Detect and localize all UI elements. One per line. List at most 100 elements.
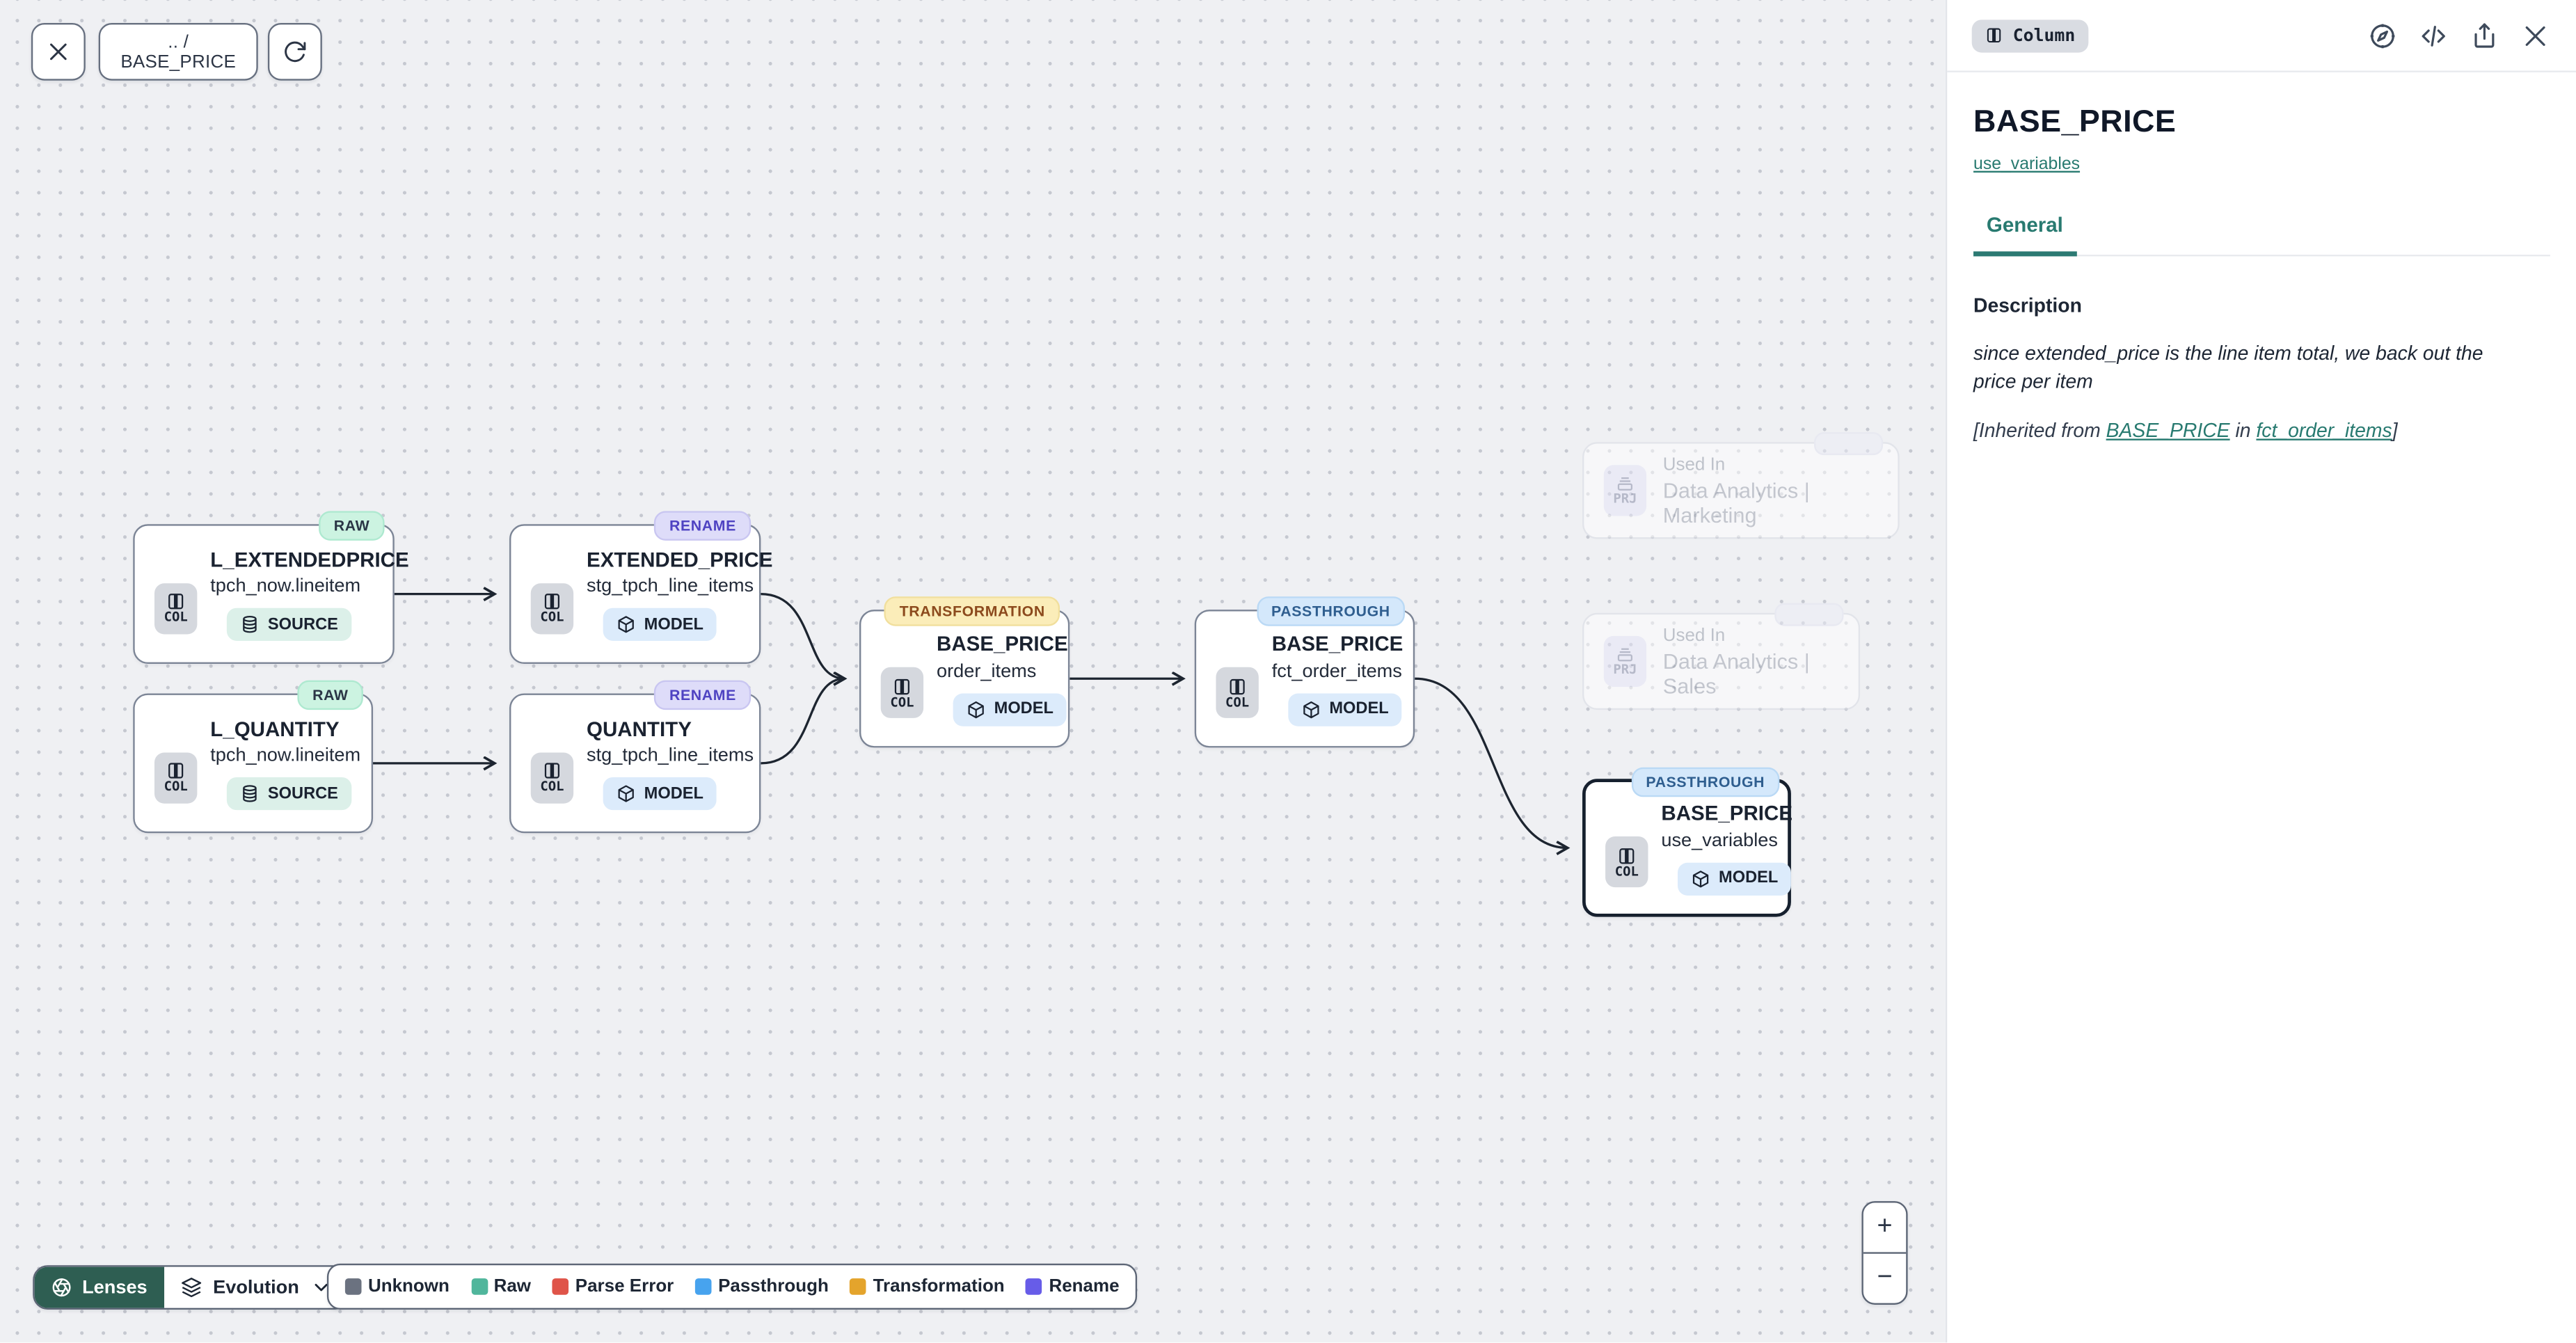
cube-icon: [617, 615, 636, 635]
node-subtitle: tpch_now.lineitem: [210, 576, 360, 601]
evolution-badge-rename: RENAME: [655, 681, 751, 710]
node-content: BASE_PRICE COL use_variables MODEL: [1605, 782, 1774, 914]
node-title: QUANTITY: [587, 716, 746, 744]
source-chip: SOURCE: [227, 778, 351, 811]
lineage-node-l-extendedprice[interactable]: RAW L_EXTENDEDPRICE COL tpch_now.lineite…: [133, 524, 394, 664]
used-in-node-sales[interactable]: PRJ Used In Data Analytics | Sales: [1582, 613, 1860, 710]
lineage-node-l-quantity[interactable]: RAW L_QUANTITY COL tpch_now.lineitem SOU…: [133, 694, 373, 834]
entity-type-label: Column: [2013, 26, 2076, 45]
used-in-name: Data Analytics | Marketing: [1663, 477, 1898, 527]
share-icon: [2470, 21, 2499, 51]
zoom-in-button[interactable]: +: [1863, 1203, 1906, 1253]
chip-label: MODEL: [994, 701, 1054, 719]
columns-icon: [1617, 845, 1637, 865]
lineage-node-base-price-order-items[interactable]: TRANSFORMATION BASE_PRICE COL order_item…: [859, 610, 1070, 747]
lineage-node-quantity[interactable]: RENAME QUANTITY COL stg_tpch_line_items …: [509, 694, 761, 834]
legend-label: Parse Error: [575, 1277, 674, 1296]
details-panel-header: Column: [1947, 0, 2576, 72]
node-subtitle: order_items: [937, 660, 1036, 685]
legend-label: Unknown: [368, 1277, 450, 1296]
model-chip: MODEL: [603, 778, 717, 811]
kind-label: COL: [164, 781, 188, 795]
node-title: BASE_PRICE: [937, 631, 1055, 659]
cube-icon: [1301, 700, 1321, 720]
lenses-label: Lenses: [82, 1278, 148, 1297]
legend-item-rename: Rename: [1026, 1277, 1119, 1296]
kind-label: COL: [1615, 865, 1639, 880]
lineage-node-extended-price[interactable]: RENAME EXTENDED_PRICE COL stg_tpch_line_…: [509, 524, 761, 664]
layers-icon: [180, 1277, 202, 1298]
legend-item-raw: Raw: [471, 1277, 531, 1296]
cube-icon: [1691, 869, 1710, 889]
node-title: BASE_PRICE: [1272, 631, 1400, 659]
legend-label: Passthrough: [718, 1277, 829, 1296]
legend-item-transformation: Transformation: [850, 1277, 1005, 1296]
used-in-node-marketing[interactable]: PRJ Used In Data Analytics | Marketing: [1582, 442, 1900, 539]
database-icon: [240, 615, 260, 635]
kind-label: COL: [540, 612, 564, 626]
tab-general[interactable]: General: [1973, 214, 2076, 256]
node-content: EXTENDED_PRICE COL stg_tpch_line_items M…: [531, 526, 746, 662]
lenses-button[interactable]: Lenses: [35, 1267, 164, 1308]
description-label: Description: [1973, 294, 2550, 317]
lineage-node-base-price-use-variables[interactable]: PASSTHROUGH BASE_PRICE COL use_variables…: [1582, 779, 1791, 916]
panel-actions: [2366, 19, 2552, 51]
project-icon: [1615, 644, 1635, 664]
columns-icon: [542, 591, 562, 611]
kind-label: PRJ: [1613, 664, 1637, 678]
chip-label: MODEL: [644, 786, 703, 804]
legend-label: Rename: [1049, 1277, 1119, 1296]
panel-tabs: General: [1973, 214, 2550, 256]
lenses-control: Lenses Evolution: [33, 1265, 350, 1310]
breadcrumb[interactable]: .. / BASE_PRICE: [99, 23, 258, 81]
close-panel-button[interactable]: [2519, 19, 2552, 51]
lineage-node-base-price-fct-order-items[interactable]: PASSTHROUGH BASE_PRICE COL fct_order_ite…: [1195, 610, 1415, 747]
used-in-label: Used In: [1663, 454, 1898, 474]
node-content: L_QUANTITY COL tpch_now.lineitem SOURCE: [154, 695, 358, 832]
kind-label: COL: [890, 696, 914, 710]
inherited-middle: in: [2230, 419, 2257, 442]
legend-swatch: [1026, 1278, 1042, 1295]
source-chip: SOURCE: [227, 609, 351, 642]
node-content: BASE_PRICE COL order_items MODEL: [881, 611, 1055, 746]
inherited-prefix: [Inherited from: [1973, 419, 2106, 442]
node-subtitle: stg_tpch_line_items: [587, 745, 754, 770]
chip-label: MODEL: [1719, 870, 1778, 888]
legend-swatch: [552, 1278, 569, 1295]
code-icon: [2419, 21, 2449, 51]
legend-swatch: [850, 1278, 867, 1295]
columns-icon: [542, 761, 562, 780]
zoom-out-button[interactable]: −: [1863, 1254, 1906, 1303]
share-button[interactable]: [2468, 19, 2501, 51]
model-chip: MODEL: [1288, 693, 1401, 726]
focus-lineage-button[interactable]: [2366, 19, 2399, 51]
project-icon: [1615, 473, 1635, 493]
kind-label: PRJ: [1613, 493, 1637, 508]
lineage-canvas[interactable]: .. / BASE_PRICE RAW L_EXTENDEDPRICE COL …: [0, 0, 1946, 1343]
node-subtitle: tpch_now.lineitem: [210, 745, 360, 770]
description-text: since extended_price is the line item to…: [1973, 340, 2529, 397]
refresh-button[interactable]: [268, 23, 322, 81]
entity-type-badge: Column: [1972, 19, 2089, 51]
model-link[interactable]: use_variables: [1973, 154, 2080, 174]
inherited-column-link[interactable]: BASE_PRICE: [2106, 419, 2230, 442]
columns-icon: [1227, 676, 1247, 696]
column-kind-chip: COL: [531, 583, 573, 634]
column-kind-chip: COL: [531, 752, 573, 803]
view-code-button[interactable]: [2417, 19, 2450, 51]
column-kind-chip: COL: [154, 752, 197, 803]
node-content: L_EXTENDEDPRICE COL tpch_now.lineitem SO…: [154, 526, 380, 662]
project-kind-chip: PRJ: [1604, 465, 1646, 516]
lens-selected-label: Evolution: [213, 1278, 299, 1297]
inherited-model-link[interactable]: fct_order_items: [2256, 419, 2392, 442]
evolution-badge-passthrough: PASSTHROUGH: [1257, 596, 1405, 626]
legend-item-unknown: Unknown: [345, 1277, 450, 1296]
cube-icon: [617, 784, 636, 804]
chip-label: SOURCE: [268, 616, 338, 634]
columns-icon: [166, 761, 186, 780]
project-kind-chip: PRJ: [1604, 636, 1646, 687]
zoom-control: + −: [1861, 1201, 1907, 1305]
close-lineage-button[interactable]: [31, 23, 86, 81]
lens-selector-evolution[interactable]: Evolution: [164, 1267, 348, 1308]
